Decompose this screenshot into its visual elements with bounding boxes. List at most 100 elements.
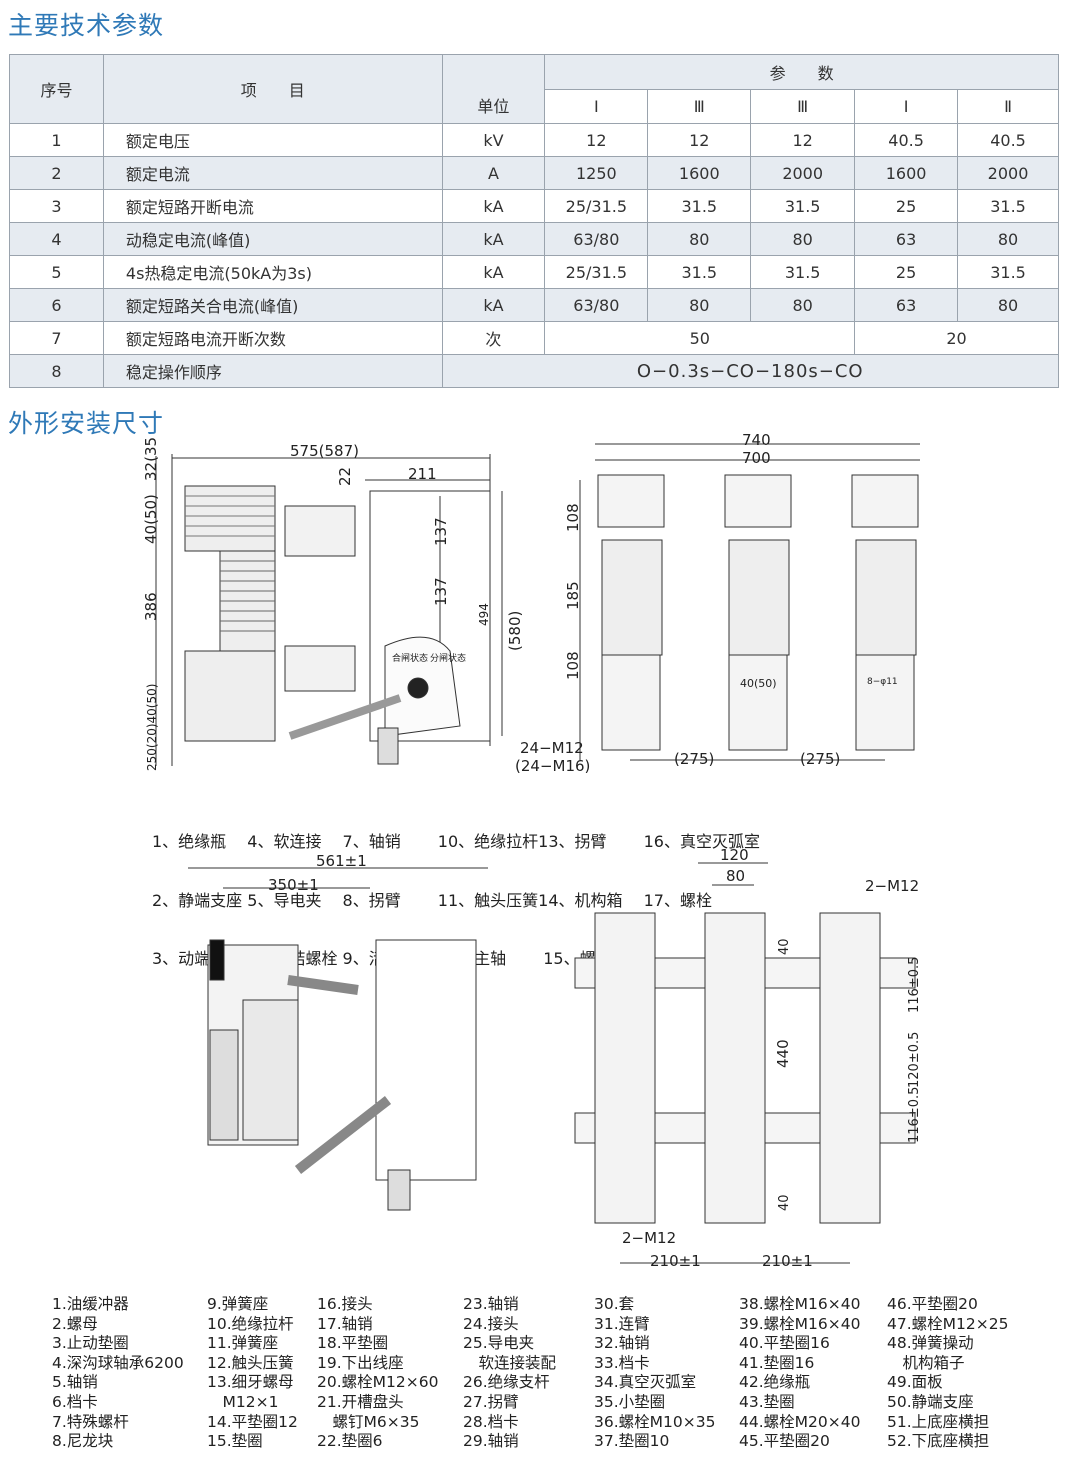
cell-no: 2 (9, 156, 104, 190)
header-sub: Ⅱ (957, 89, 1059, 124)
cell-item: 动稳定电流(峰值) (102, 222, 443, 256)
header-sub: Ⅰ (854, 89, 959, 124)
dim-350: 350±1 (268, 876, 319, 894)
cell-value: 50 (544, 321, 856, 355)
cell-unit: kV (441, 123, 546, 157)
dim-740: 740 (742, 431, 771, 449)
list-item: 螺钉M6×35 (317, 1412, 420, 1431)
dim-137b: 137 (432, 577, 450, 606)
cell-item: 4s热稳定电流(50kA为3s) (102, 255, 443, 289)
list-item: 47.螺栓M12×25 (887, 1314, 1009, 1333)
dim-185: 185 (564, 581, 582, 610)
list-item: 29.轴销 (463, 1432, 519, 1451)
cell-item: 额定电压 (102, 123, 443, 157)
header-sub: Ⅲ (750, 89, 856, 124)
list-item: 1.油缓冲器 (52, 1295, 129, 1313)
cell-no: 8 (9, 354, 104, 388)
list-item: 8.尼龙块 (52, 1432, 114, 1451)
list-item: 26.绝缘支杆 (463, 1373, 550, 1392)
cell-value: 25 (854, 255, 959, 289)
cell-no: 1 (9, 123, 104, 157)
cell-unit: kA (441, 222, 546, 256)
dim-120b: 120±0.5 (907, 1032, 922, 1088)
list-item: 12.触头压簧 (207, 1353, 294, 1372)
list-item: 软连接装配 (463, 1353, 557, 1372)
cell-unit: kA (441, 288, 546, 322)
dim-211: 211 (408, 465, 437, 483)
list-item: 10.绝缘拉杆 (207, 1314, 294, 1333)
dim-440: 440 (774, 1039, 792, 1068)
table-row: 8 稳定操作顺序 O−0.3s−CO−180s−CO (9, 354, 1059, 388)
cell-no: 5 (9, 255, 104, 289)
dim-137a: 137 (432, 517, 450, 546)
dim-210a: 210±1 (650, 1252, 701, 1270)
dim-80: 80 (726, 867, 745, 885)
cell-value: 12 (544, 123, 649, 157)
dim-22: 22 (336, 467, 354, 486)
cell-value: 20 (854, 321, 1059, 355)
dim-250: 250(20)40(50) (145, 684, 159, 771)
cell-value: 63 (854, 222, 959, 256)
top-view-drawing: 120 80 2−M12 2−M12 440 40 40 116±0.5 120… (574, 846, 922, 1270)
section-title-dimensions: 外形安装尺寸 (8, 409, 165, 438)
cell-item: 额定短路电流开断次数 (102, 321, 443, 355)
list-item: 35.小垫圈 (594, 1392, 666, 1411)
list-item: 44.螺栓M20×40 (739, 1412, 861, 1431)
cell-value: 1250 (544, 156, 649, 190)
list-item: 39.螺栓M16×40 (739, 1314, 861, 1333)
list-item: 23.轴销 (463, 1295, 519, 1313)
cell-unit: kA (441, 255, 546, 289)
list-item: 机构箱子 (887, 1353, 965, 1372)
header-no: 序号 (9, 54, 104, 124)
list-item: 6.档卡 (52, 1392, 98, 1411)
cell-no: 7 (9, 321, 104, 355)
list-item: 48.弹簧操动 (887, 1334, 974, 1353)
list-item: 7.特殊螺杆 (52, 1412, 129, 1431)
list-item: 27.拐臂 (463, 1392, 519, 1411)
header-sub: Ⅲ (647, 89, 752, 124)
cell-value: 63/80 (544, 288, 649, 322)
list-item: 20.螺栓M12×60 (317, 1373, 439, 1392)
dim-700: 700 (742, 449, 771, 467)
list-item: 18.平垫圈 (317, 1334, 389, 1353)
cell-value: 40.5 (957, 123, 1059, 157)
cell-no: 6 (9, 288, 104, 322)
dim-386: 386 (142, 592, 160, 621)
front-view-drawing: 740 700 108 185 108 (275) (275) 24−M12 (… (515, 431, 920, 775)
cell-item: 额定短路关合电流(峰值) (102, 288, 443, 322)
cell-item: 额定短路开断电流 (102, 189, 443, 223)
cell-value: 25/31.5 (544, 255, 649, 289)
list-item: 32.轴销 (594, 1334, 650, 1353)
cell-value: 63/80 (544, 222, 649, 256)
dim-2m12-top: 2−M12 (865, 877, 919, 895)
list-item: 2.螺母 (52, 1314, 98, 1333)
cell-value: 80 (647, 222, 752, 256)
cell-item: 稳定操作顺序 (102, 354, 443, 388)
header-param: 参 数 (544, 54, 1059, 90)
cell-unit: 次 (441, 321, 546, 355)
list-item: M12×1 (207, 1392, 279, 1411)
list-item: 33.档卡 (594, 1353, 650, 1372)
list-item: 46.平垫圈20 (887, 1295, 978, 1313)
list-item: 21.开槽盘头 (317, 1392, 404, 1411)
cell-no: 4 (9, 222, 104, 256)
cell-value: 80 (957, 288, 1059, 322)
list-item: 49.面板 (887, 1373, 943, 1392)
section-title-specs: 主要技术参数 (8, 11, 165, 40)
cell-value: 31.5 (957, 255, 1059, 289)
dim-40-50b: 40(50) (740, 677, 777, 690)
side-view-drawing: 575(587) 211 22 137 137 494 (580) 386 40… (142, 436, 524, 771)
dim-8phi11: 8−φ11 (867, 677, 898, 687)
list-item: 30.套 (594, 1295, 635, 1313)
